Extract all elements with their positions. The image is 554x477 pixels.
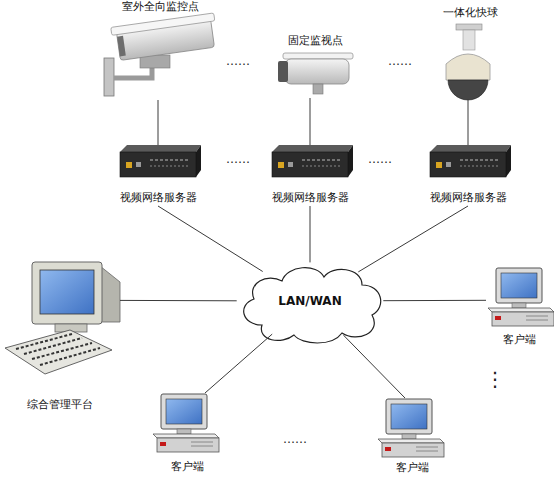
node-label: 视频网络服务器 <box>430 191 507 204</box>
server-node: 视频网络服务器 <box>262 145 358 206</box>
node-label: 视频网络服务器 <box>272 191 349 204</box>
client-node: 客户端 <box>150 393 225 475</box>
network-link <box>383 300 486 301</box>
network-link <box>205 334 272 393</box>
fixed-camera <box>278 53 353 94</box>
network-link <box>344 335 405 398</box>
outdoor-camera <box>104 13 218 96</box>
cloud-shape <box>244 268 381 343</box>
network-link <box>158 100 159 145</box>
server-icon <box>430 145 511 177</box>
node-label: 综合管理平台 <box>27 398 93 411</box>
network-link <box>310 98 311 145</box>
camera-node: 一体化快球 <box>425 6 515 100</box>
network-link <box>310 206 311 262</box>
node-label: 客户端 <box>503 333 536 346</box>
node-label: 固定监视点 <box>288 34 343 47</box>
client-pc <box>378 399 444 457</box>
server-icon <box>272 145 353 177</box>
ellipsis-mark: …… <box>368 152 392 166</box>
network-label: LAN/WAN <box>278 295 341 308</box>
server-icon <box>120 145 201 177</box>
network-link <box>120 300 237 301</box>
node-label: 客户端 <box>171 460 204 473</box>
network-link <box>158 206 263 272</box>
workstation-node: 综合管理平台 <box>0 258 120 415</box>
management-pc <box>5 262 120 374</box>
ellipsis-mark: …… <box>388 54 412 68</box>
ellipsis-mark: …… <box>283 432 307 446</box>
network-cloud: LAN/WAN <box>232 255 388 347</box>
node-label: 室外全向监控点 <box>122 0 199 13</box>
ellipsis-mark: …… <box>226 152 250 166</box>
server-node: 视频网络服务器 <box>110 145 206 206</box>
network-link <box>358 206 468 272</box>
node-label: 客户端 <box>396 461 429 474</box>
client-node: 客户端 <box>375 398 450 476</box>
client-node: 客户端 <box>486 265 552 347</box>
speed-dome <box>446 24 490 100</box>
server-node: 视频网络服务器 <box>420 145 516 206</box>
node-label: 一体化快球 <box>443 6 498 19</box>
ellipsis-mark: ⋮ <box>485 368 505 390</box>
ellipsis-mark: …… <box>226 54 250 68</box>
camera-node: 室外全向监控点 <box>100 0 220 100</box>
network-link <box>468 100 469 145</box>
camera-node: 固定监视点 <box>265 34 365 98</box>
client-pc <box>488 268 554 326</box>
node-label: 视频网络服务器 <box>120 191 197 204</box>
client-pc <box>153 394 219 452</box>
